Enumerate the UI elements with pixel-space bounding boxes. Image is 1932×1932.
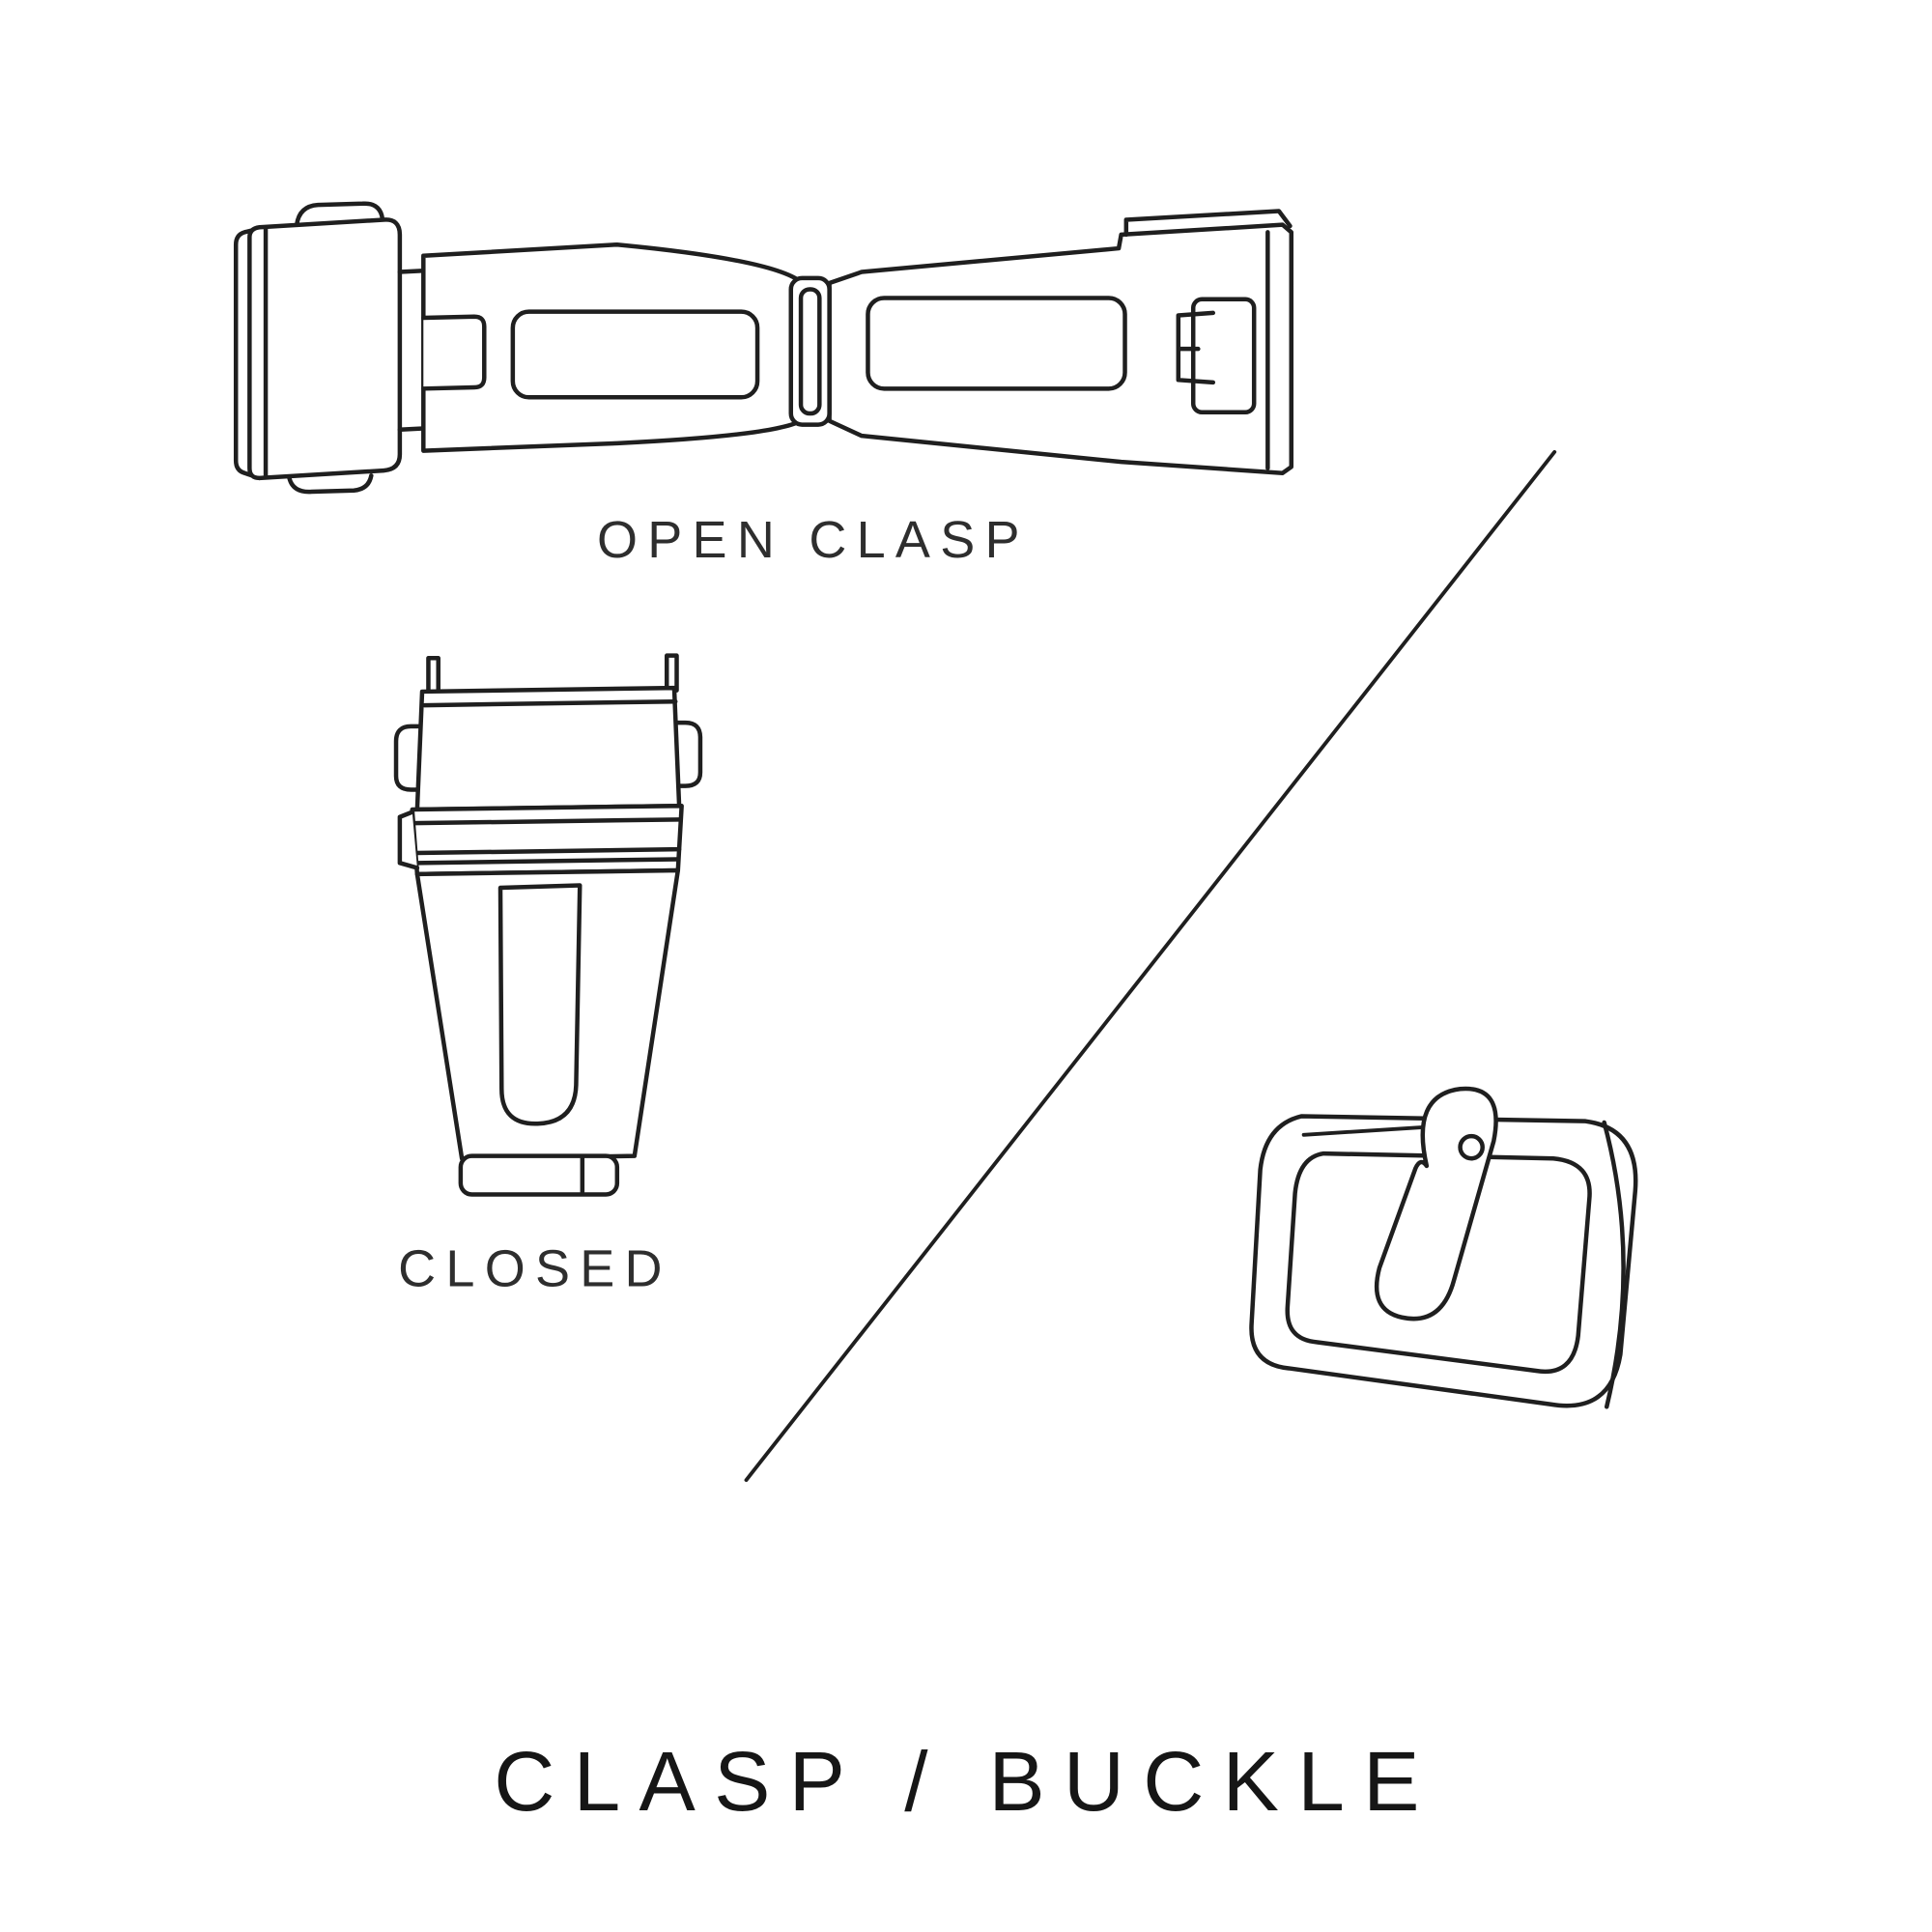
left-arm-cutout	[510, 309, 760, 400]
band-lines	[411, 817, 683, 866]
clasp-hinge-pin	[798, 287, 822, 416]
top-block-inner-line	[422, 698, 678, 708]
clasp-neck-lines	[397, 268, 426, 432]
closed-clasp-bottom-cap	[458, 1153, 620, 1197]
clasp-right-arm	[827, 222, 1294, 475]
right-arm-cutout	[866, 296, 1127, 391]
right-arm-step-line	[1123, 209, 1293, 238]
divider-line	[744, 449, 1557, 1483]
closed-clasp-slot	[497, 883, 582, 1126]
closed-clasp-illustration	[393, 653, 703, 1197]
buckle-pin-bar	[1301, 1123, 1442, 1137]
closed-clasp-left-prong	[426, 655, 440, 696]
diagram-title: CLASP / BUCKLE	[494, 1734, 1437, 1829]
end-link-bottom-bump	[287, 473, 374, 495]
band-left-notch	[397, 810, 420, 870]
buckle-inner-opening	[1285, 1151, 1592, 1375]
open-clasp-illustration	[233, 201, 1294, 495]
right-end-slot	[1190, 297, 1257, 414]
right-end-clip	[1176, 310, 1216, 385]
closed-clasp-body	[414, 867, 681, 1161]
buckle-illustration	[1249, 1086, 1638, 1409]
buckle-tongue-ring	[1458, 1133, 1485, 1161]
clasp-hinge	[788, 275, 832, 427]
left-arm-notch	[421, 314, 487, 391]
end-link-block	[247, 217, 403, 481]
closed-clasp-label: CLOSED	[398, 1240, 672, 1298]
buckle-right-curve	[1602, 1120, 1626, 1409]
open-clasp-label: OPEN CLASP	[597, 511, 1030, 569]
closed-clasp-right-prong	[664, 653, 679, 693]
